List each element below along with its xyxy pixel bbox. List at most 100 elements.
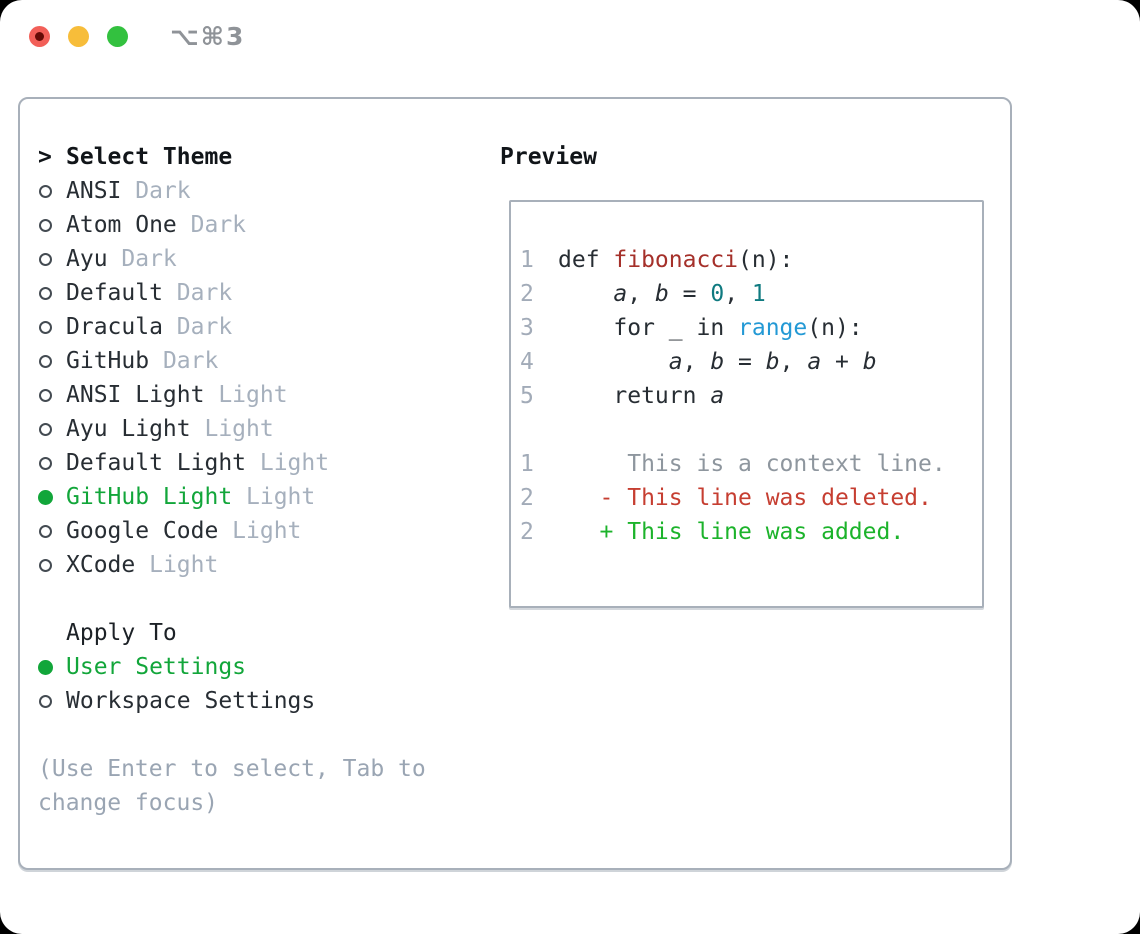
radio-marker xyxy=(38,388,66,402)
radio-marker xyxy=(38,354,66,368)
radio-marker xyxy=(38,456,66,470)
spacer-row xyxy=(38,718,488,752)
option-label: User Settings xyxy=(66,654,247,680)
theme-option[interactable]: GitHub Light Light xyxy=(38,480,488,514)
preview-code-line: 1 This is a context line. xyxy=(520,447,982,481)
theme-option[interactable]: Default Dark xyxy=(38,276,488,310)
option-label: Ayu xyxy=(66,246,108,272)
option-label: Atom One xyxy=(66,212,177,238)
radio-marker xyxy=(38,694,66,708)
radio-circle-icon xyxy=(39,456,52,470)
theme-list: ANSI Dark Atom One Dark Ayu Dark Default… xyxy=(38,174,488,582)
option-variant-label: Dark xyxy=(176,314,233,340)
preview-code-line xyxy=(520,413,982,447)
theme-option[interactable]: Ayu Light Light xyxy=(38,412,488,446)
option-label: GitHub Light xyxy=(66,484,233,510)
close-button[interactable] xyxy=(29,26,50,47)
option-variant-label: Light xyxy=(246,484,316,510)
line-number: 1 xyxy=(520,451,534,477)
radio-circle-icon xyxy=(39,388,52,402)
option-variant-label: Light xyxy=(204,416,274,442)
help-text: change focus) xyxy=(38,790,219,816)
theme-option[interactable]: GitHub Dark xyxy=(38,344,488,378)
titlebar: ⌥⌘3 xyxy=(0,0,1140,75)
apply-to-option[interactable]: Workspace Settings xyxy=(38,684,488,718)
preview-code-line: 2 a, b = 0, 1 xyxy=(520,277,982,311)
selected-dot-icon xyxy=(38,659,53,675)
window-title: ⌥⌘3 xyxy=(170,22,246,51)
line-number: 2 xyxy=(520,519,534,545)
line-number: 4 xyxy=(520,349,534,375)
line-number: 2 xyxy=(520,281,534,307)
option-label: XCode xyxy=(66,552,136,578)
radio-marker xyxy=(38,320,66,334)
theme-option[interactable]: Dracula Dark xyxy=(38,310,488,344)
line-number: 3 xyxy=(520,315,534,341)
radio-marker xyxy=(38,218,66,232)
theme-option[interactable]: ANSI Dark xyxy=(38,174,488,208)
option-variant-label: Light xyxy=(149,552,219,578)
radio-marker xyxy=(38,659,66,675)
option-label: GitHub xyxy=(66,348,150,374)
radio-circle-icon xyxy=(39,252,52,266)
theme-option[interactable]: Google Code Light xyxy=(38,514,488,548)
select-theme-header-label: Select Theme xyxy=(66,144,233,170)
option-variant-label: Dark xyxy=(190,212,247,238)
option-label: Google Code xyxy=(66,518,219,544)
option-label: Workspace Settings xyxy=(66,688,316,714)
radio-marker xyxy=(38,422,66,436)
theme-option[interactable]: Atom One Dark xyxy=(38,208,488,242)
preview-code-line: 5 return a xyxy=(520,379,982,413)
prompt-marker: > xyxy=(38,144,52,170)
theme-option[interactable]: Default Light Light xyxy=(38,446,488,480)
theme-selector-panel: > Select Theme ANSI Dark Atom One Dark A… xyxy=(18,97,1012,870)
option-variant-label: Light xyxy=(259,450,330,476)
spacer-row xyxy=(38,582,488,616)
theme-option[interactable]: Ayu Dark xyxy=(38,242,488,276)
help-text-line-1: (Use Enter to select, Tab to xyxy=(38,752,488,786)
option-variant-label: Dark xyxy=(162,348,219,374)
preview-code-line: 3 for _ in range(n): xyxy=(520,311,982,345)
radio-circle-icon xyxy=(39,320,52,334)
radio-circle-icon xyxy=(39,184,52,198)
option-label: Dracula xyxy=(66,314,163,340)
help-text-line-2: change focus) xyxy=(38,786,488,820)
radio-circle-icon xyxy=(39,422,52,436)
apply-to-header: Apply To xyxy=(38,616,488,650)
option-label: ANSI xyxy=(66,178,122,204)
zoom-button[interactable] xyxy=(107,26,128,47)
radio-marker xyxy=(38,252,66,266)
close-button-dot xyxy=(35,32,44,41)
line-number: 5 xyxy=(520,383,534,409)
theme-menu: > Select Theme ANSI Dark Atom One Dark A… xyxy=(38,140,488,820)
radio-marker xyxy=(38,558,66,572)
radio-marker xyxy=(38,286,66,300)
preview-code-line: 2 + This line was added. xyxy=(520,515,982,549)
option-label: ANSI Light xyxy=(66,382,205,408)
radio-circle-icon xyxy=(39,694,52,708)
radio-marker xyxy=(38,184,66,198)
line-number: 1 xyxy=(520,247,534,273)
radio-circle-icon xyxy=(39,524,52,538)
option-variant-label: Dark xyxy=(135,178,191,204)
option-label: Default Light xyxy=(66,450,247,476)
radio-circle-icon xyxy=(39,218,52,232)
help-text: (Use Enter to select, Tab to xyxy=(38,756,426,782)
minimize-button[interactable] xyxy=(68,26,89,47)
option-label: Default xyxy=(66,280,163,306)
apply-to-option[interactable]: User Settings xyxy=(38,650,488,684)
option-variant-label: Light xyxy=(232,518,302,544)
theme-option[interactable]: ANSI Light Light xyxy=(38,378,488,412)
radio-marker xyxy=(38,524,66,538)
line-number: 2 xyxy=(520,485,534,511)
radio-circle-icon xyxy=(39,354,52,368)
theme-option[interactable]: XCode Light xyxy=(38,548,488,582)
selected-dot-icon xyxy=(38,489,53,505)
radio-circle-icon xyxy=(39,286,52,300)
preview-header: Preview xyxy=(500,144,597,170)
apply-to-header-label: Apply To xyxy=(66,620,177,646)
